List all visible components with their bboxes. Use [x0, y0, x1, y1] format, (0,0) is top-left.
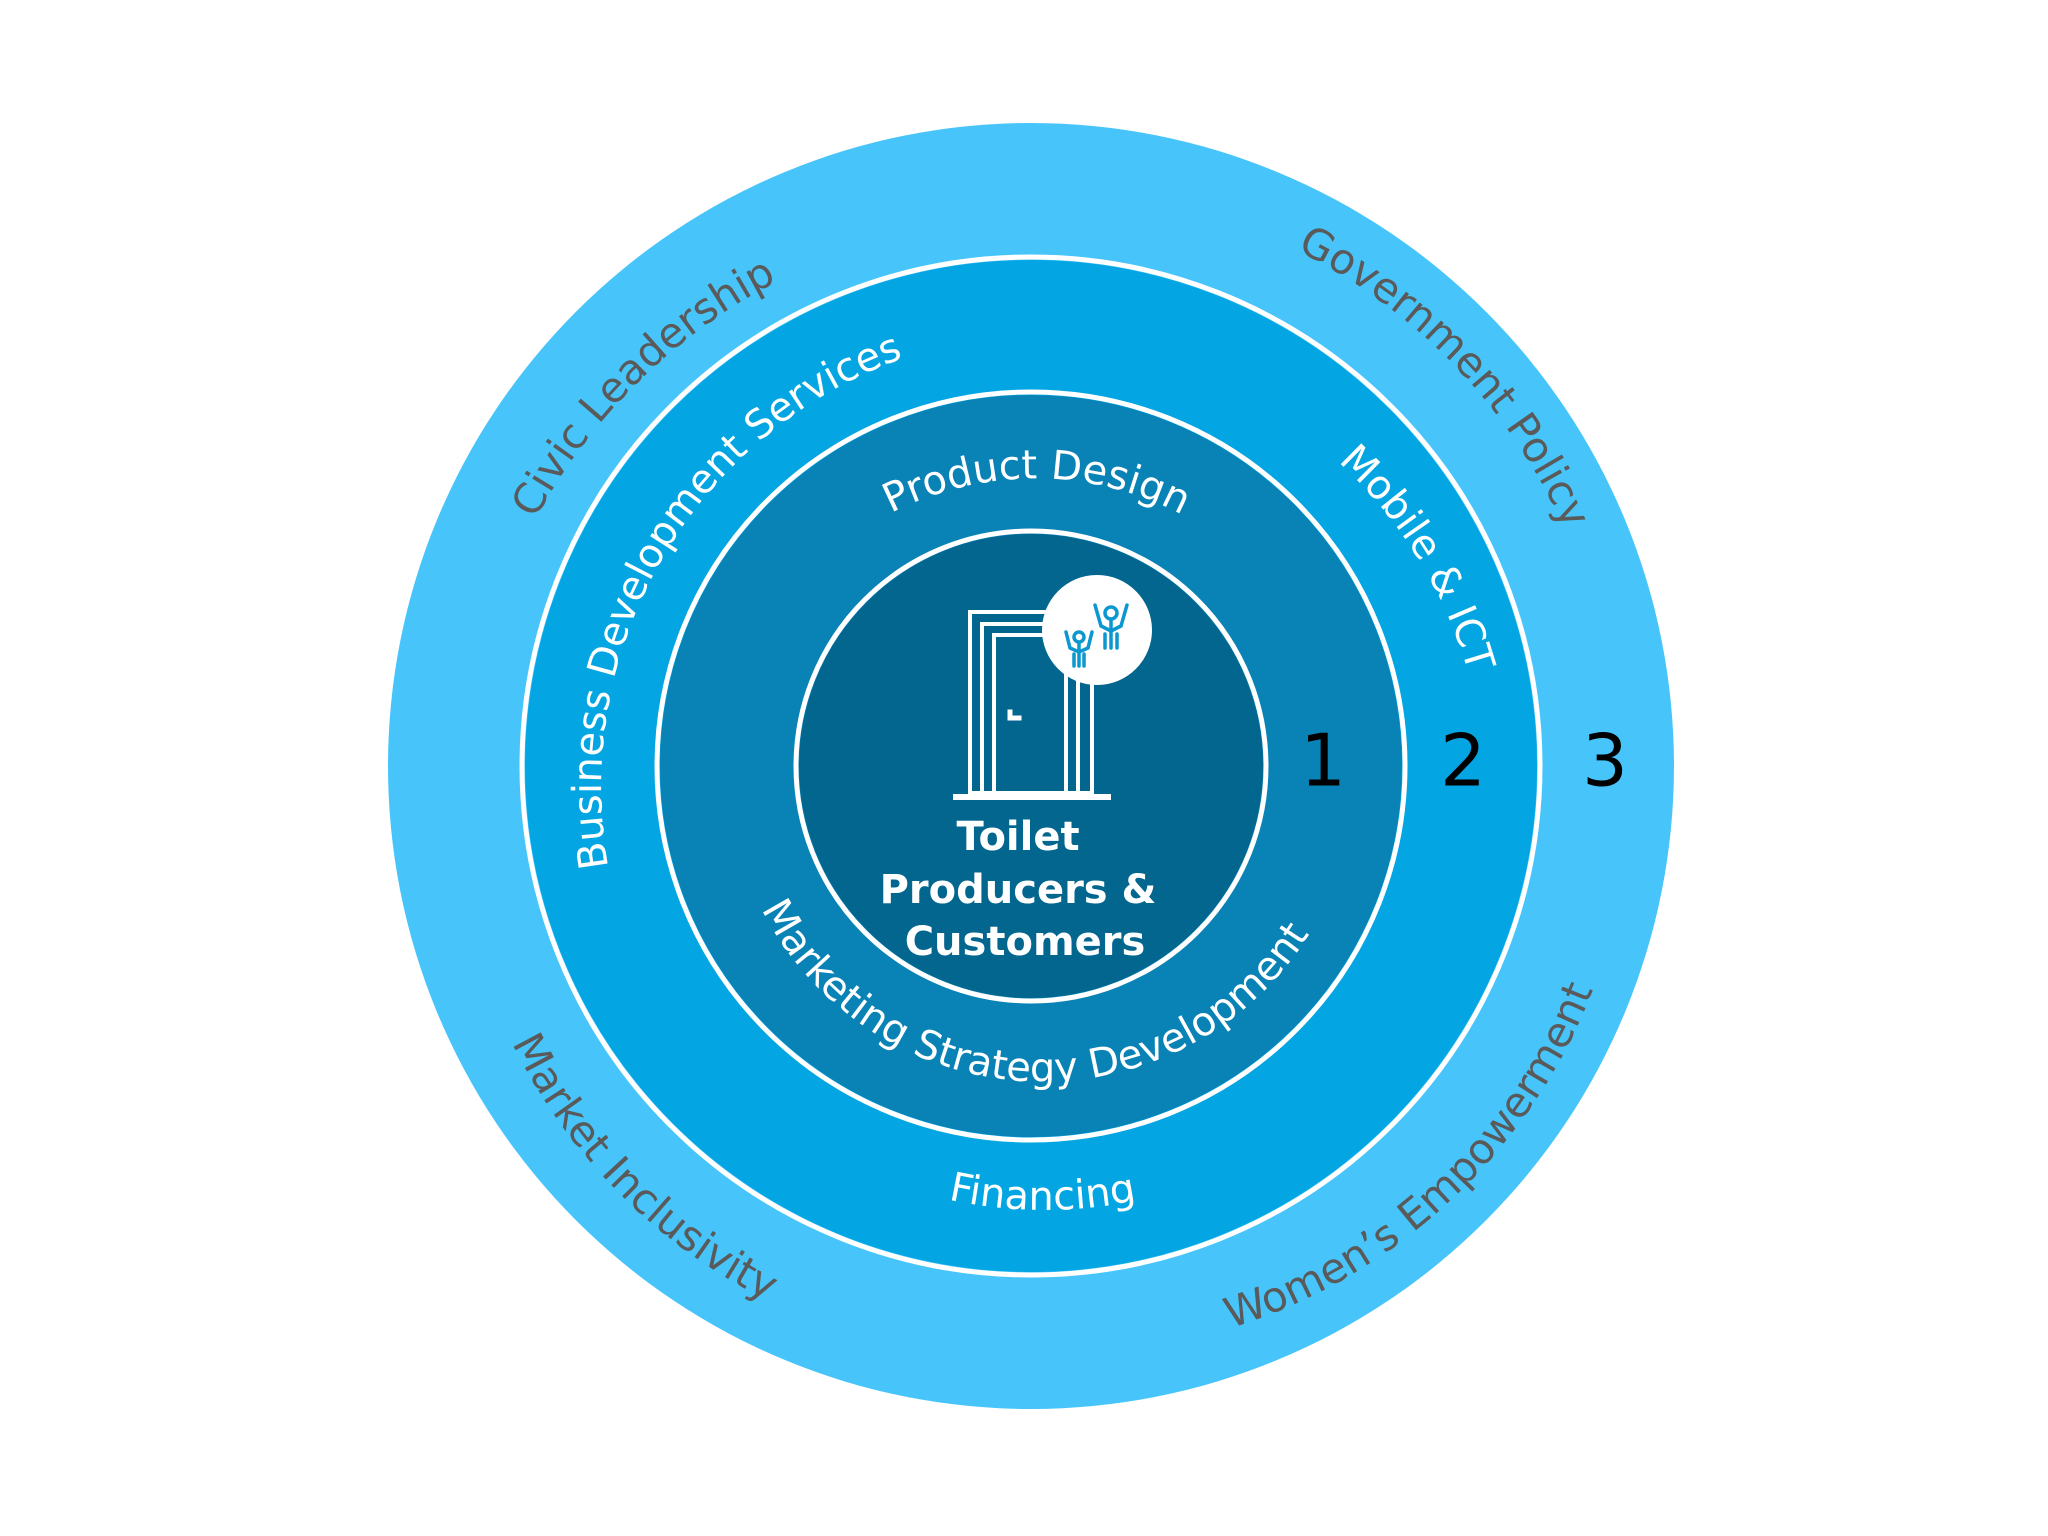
ring-3-divider: [519, 254, 1543, 1278]
core-title-line-3: Customers: [905, 919, 1146, 965]
people-celebrating-icon: [1042, 575, 1152, 685]
core-title: Toilet Producers & Customers: [880, 814, 1171, 965]
door-icon: [953, 610, 1111, 800]
ring-number-2: 2: [1440, 719, 1486, 803]
ring-number-3: 3: [1582, 719, 1628, 803]
ring-2-divider: [654, 389, 1408, 1143]
ring-number-1: 1: [1300, 719, 1346, 803]
core-divider: [793, 528, 1269, 1004]
core-title-line-1: Toilet: [956, 814, 1079, 860]
core: Toilet Producers & Customers: [799, 534, 1263, 998]
core-title-line-2: Producers &: [880, 867, 1157, 913]
